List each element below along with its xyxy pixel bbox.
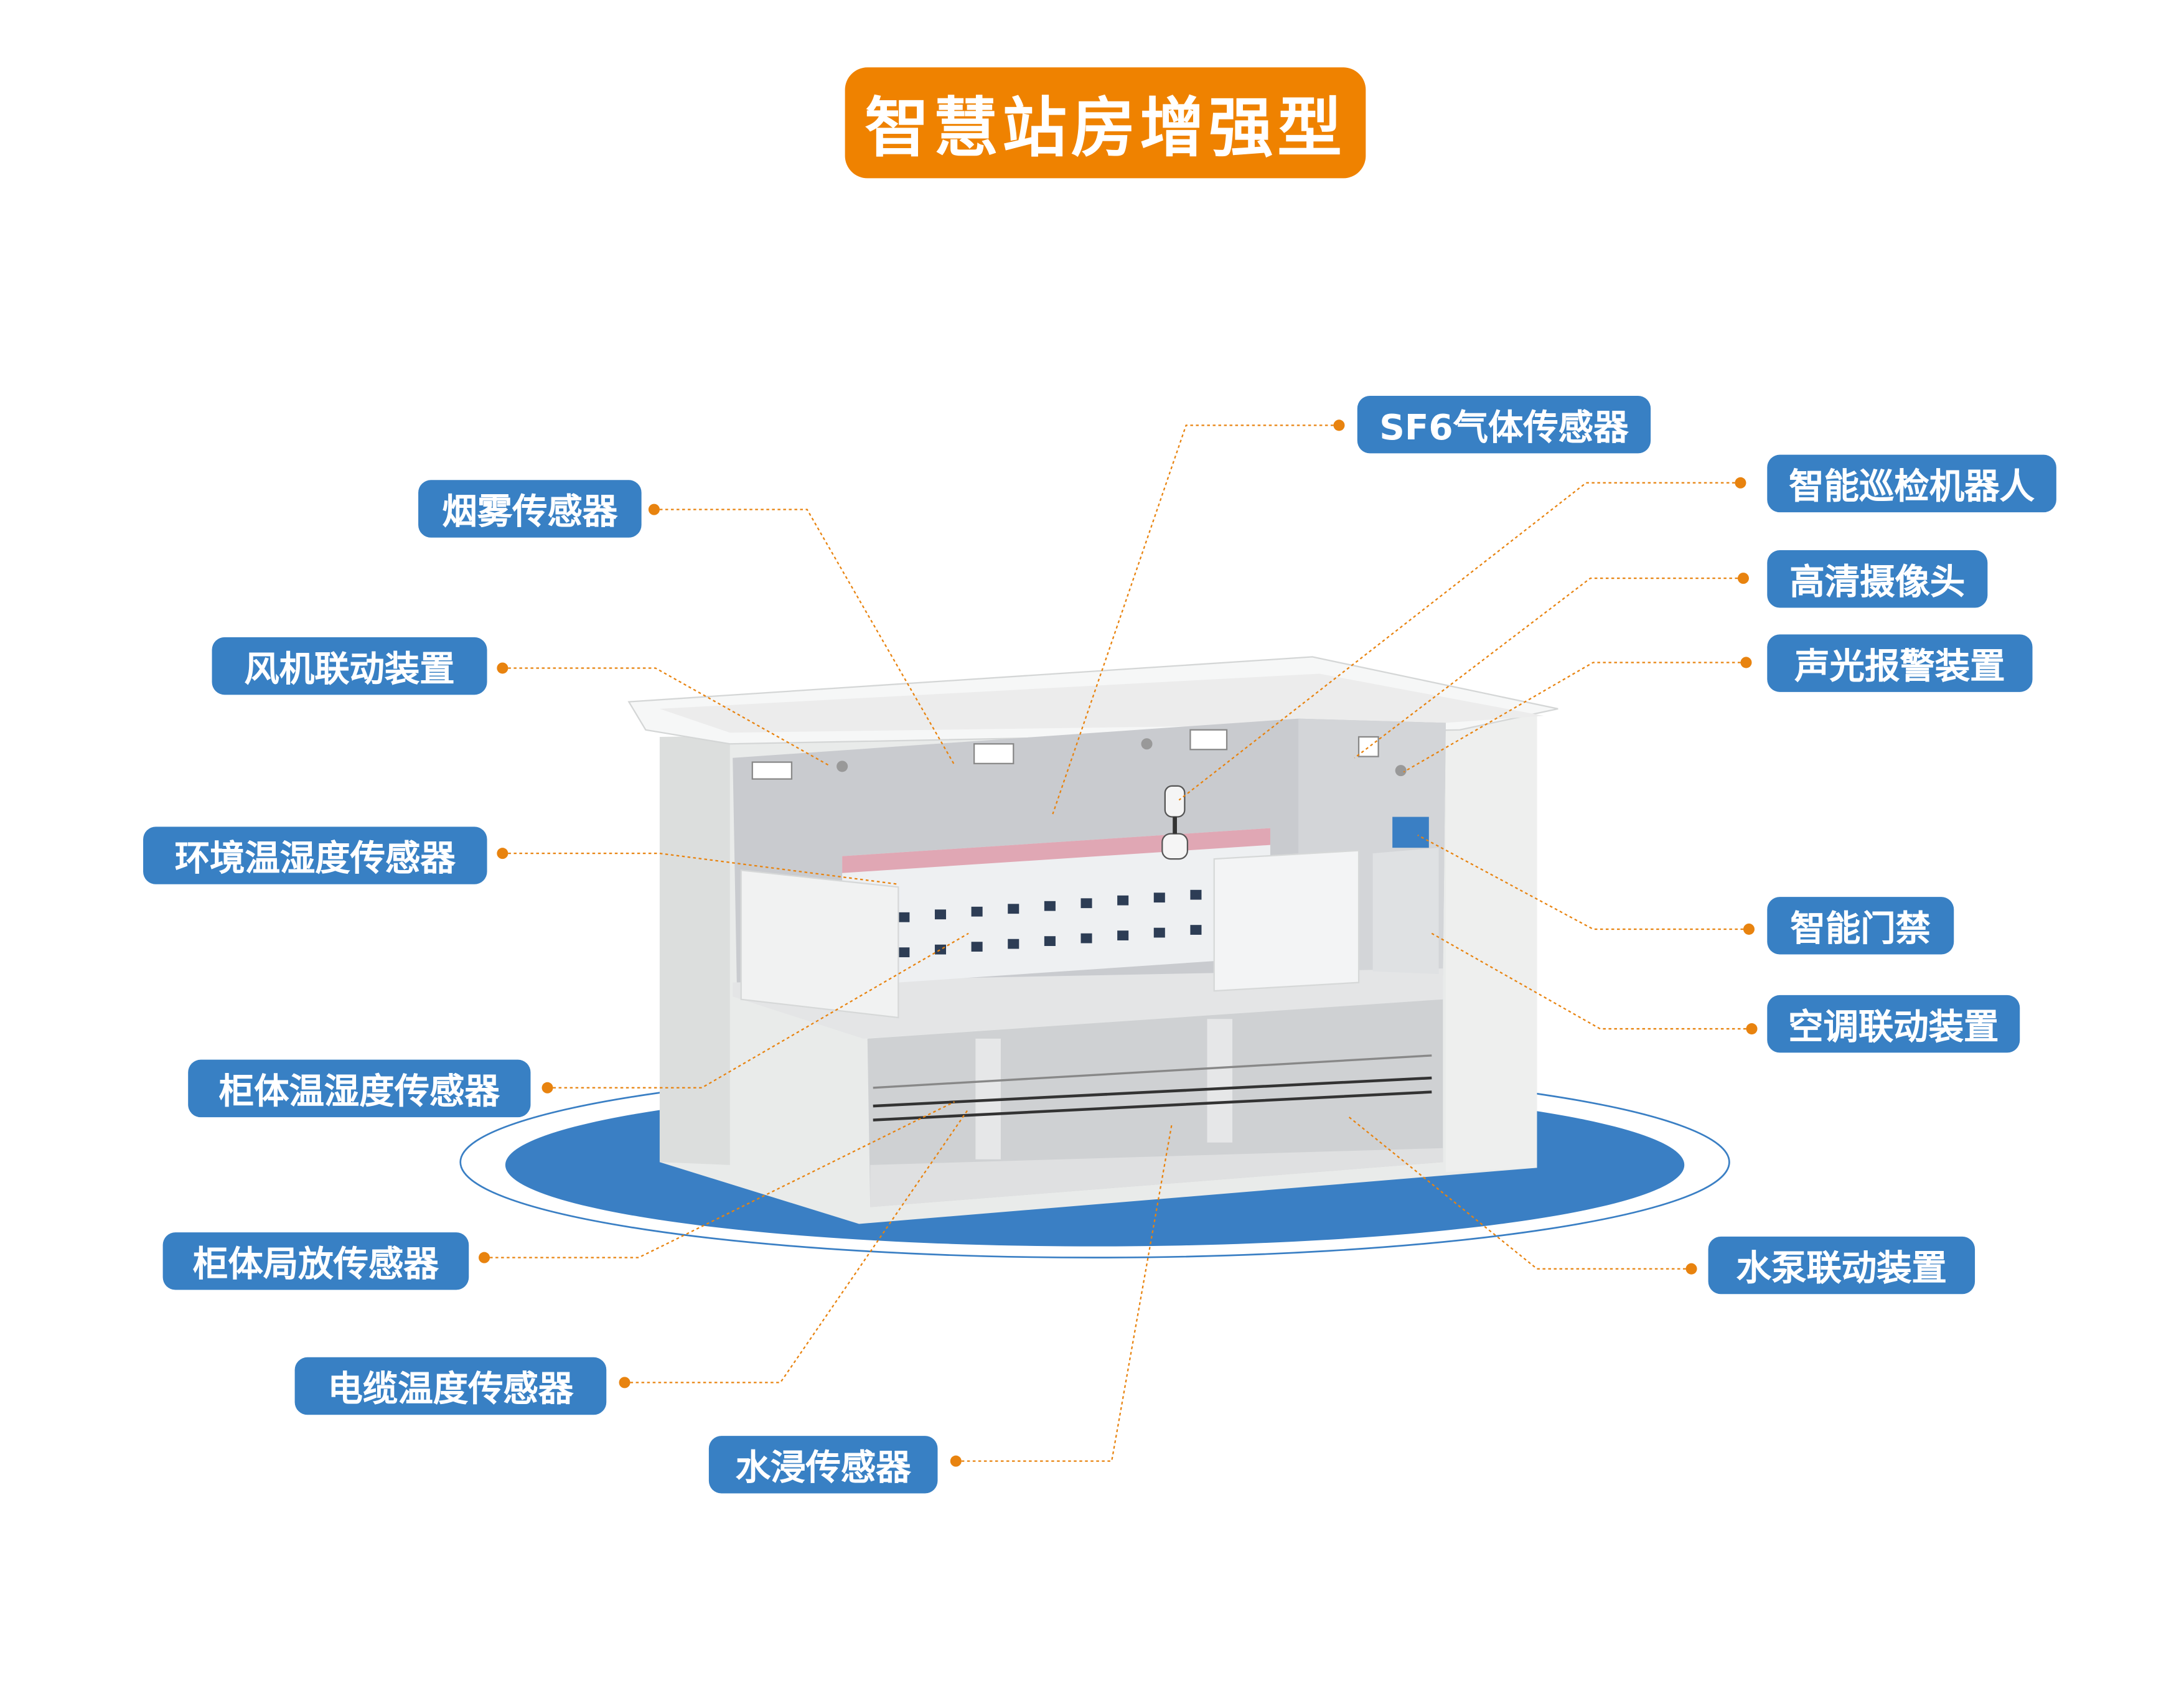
label-cabinet-temp-humidity: 柜体温湿度传感器	[188, 1059, 531, 1118]
leader-fan	[502, 667, 829, 766]
leader-alarm	[1403, 662, 1746, 773]
label-water-sensor: 水浸传感器	[708, 1436, 938, 1494]
station-house	[627, 656, 1558, 1224]
leader-pump	[1347, 1115, 1692, 1270]
label-hd-camera: 高清摄像头	[1767, 550, 1988, 608]
leader-sf6	[1052, 424, 1339, 815]
leader-camera	[1354, 578, 1743, 759]
label-sound-light-alarm: 声光报警装置	[1767, 634, 2033, 692]
label-fan-linkage: 风机联动装置	[212, 637, 487, 695]
label-ac-linkage: 空调联动装置	[1767, 995, 2020, 1053]
page-title: 智慧站房增强型	[845, 67, 1366, 179]
label-sf6-sensor: SF6气体传感器	[1357, 395, 1651, 454]
label-smoke-sensor: 烟雾传感器	[418, 480, 642, 538]
leader-cable-temp	[624, 1108, 970, 1384]
leader-water	[955, 1122, 1173, 1462]
label-cabinet-partial-discharge: 柜体局放传感器	[162, 1232, 469, 1290]
leader-cab-pd	[484, 1101, 955, 1258]
leader-env-th	[502, 853, 899, 885]
label-smart-door: 智能门禁	[1767, 897, 1954, 955]
leader-dots	[479, 419, 1758, 1467]
leader-cab-th	[547, 932, 969, 1089]
label-inspection-robot: 智能巡检机器人	[1767, 454, 2056, 513]
leader-smoke	[654, 508, 955, 766]
leader-lines	[484, 424, 1752, 1462]
leader-ac	[1431, 932, 1752, 1030]
leader-robot	[1178, 482, 1741, 801]
leader-door	[1417, 834, 1749, 930]
label-pump-linkage: 水泵联动装置	[1708, 1236, 1975, 1295]
label-cable-temp: 电缆温度传感器	[294, 1357, 607, 1415]
label-env-temp-humidity: 环境温湿度传感器	[143, 827, 487, 884]
